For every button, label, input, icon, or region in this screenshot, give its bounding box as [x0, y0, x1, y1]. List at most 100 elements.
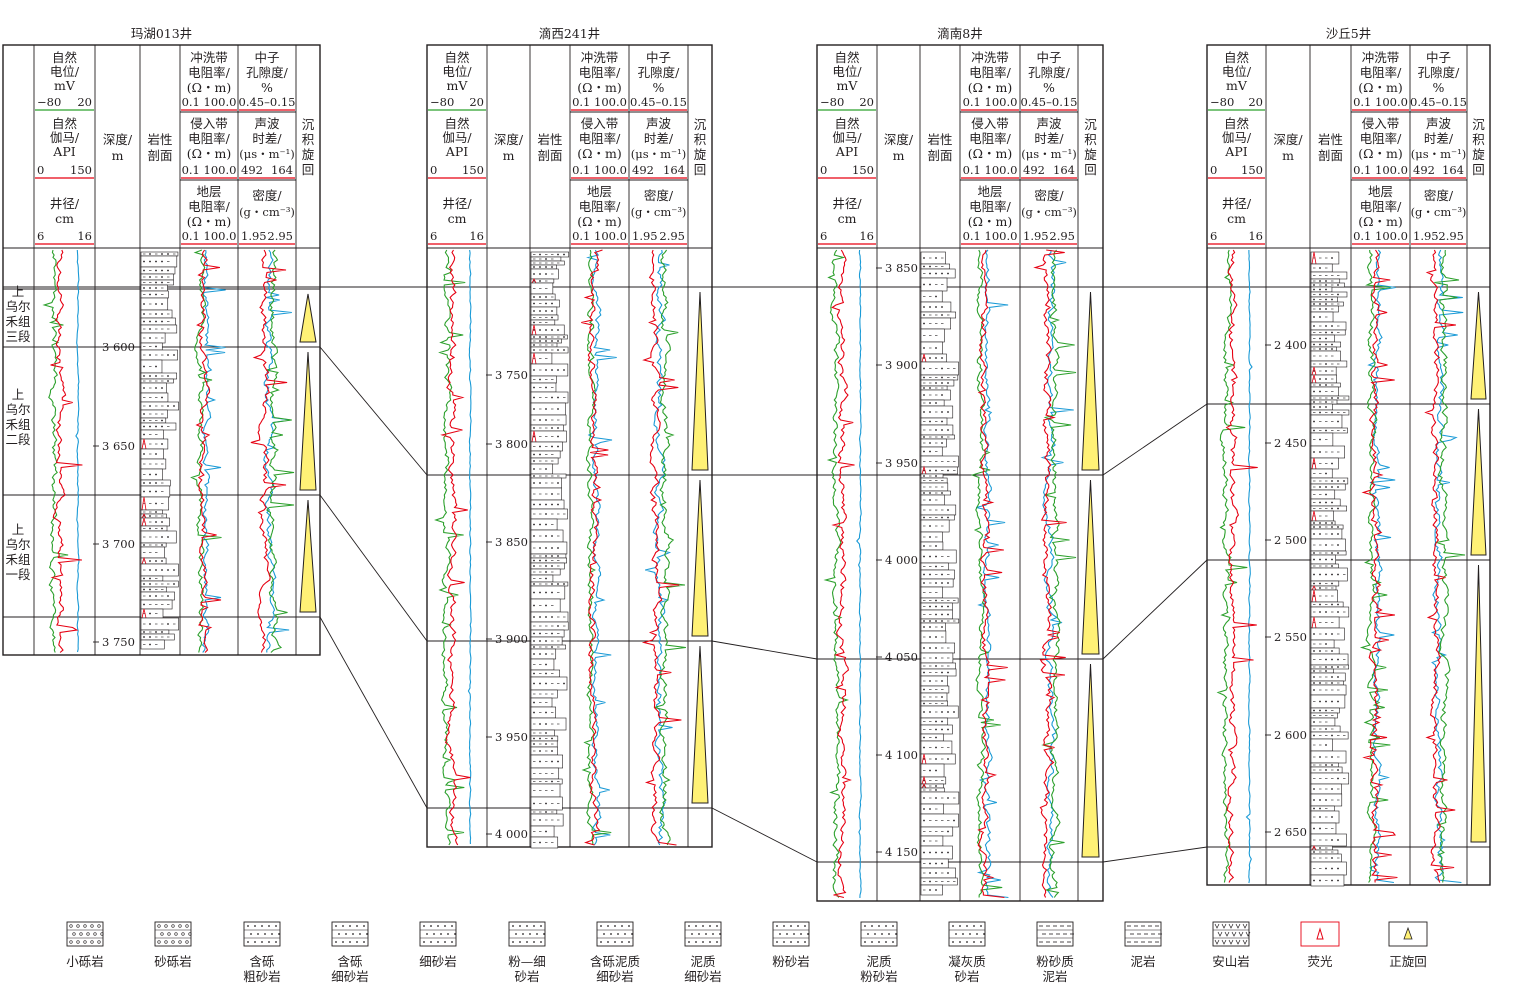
lithology-bed [140, 542, 167, 548]
header-sp: 自然 [52, 50, 77, 65]
lithology-bed [530, 574, 554, 583]
depth-label: 3 900 [885, 358, 918, 372]
scale-min: 492 [1023, 163, 1045, 177]
lithology-bed [920, 399, 945, 407]
lithology-bed [920, 692, 948, 702]
lithology-bed [1310, 550, 1347, 556]
lithology-bed [1310, 329, 1346, 336]
lithology-bed [530, 644, 566, 650]
lithology-bed [530, 473, 567, 479]
positive-cycle-triangle [691, 291, 709, 471]
lithology-bed [530, 518, 558, 531]
lithology-bed [140, 599, 173, 610]
small-conglomerate-icon [66, 921, 104, 947]
lithology-bed [920, 578, 954, 588]
legend-label: 粉—细 [508, 954, 546, 969]
lithology-bed [1310, 750, 1347, 764]
lithology-bed [530, 256, 562, 262]
header-gr: API [445, 144, 468, 159]
header-ac: (μs・m⁻¹) [631, 147, 686, 161]
scale-min: −80 [37, 95, 61, 109]
lithology-bed [140, 525, 168, 532]
lithology-bed [140, 530, 177, 544]
lithology-bed [140, 273, 174, 281]
lithology-bed [140, 513, 167, 519]
lithology-bed [140, 290, 169, 299]
lithology-bed [1310, 589, 1338, 603]
header-ac: 时差/ [644, 131, 674, 146]
lithology-bed [920, 465, 959, 475]
header-den: (g・cm⁻³) [1411, 205, 1467, 219]
legend-label: 粉砂岩 [772, 954, 810, 969]
legend-label: 泥质 [866, 954, 891, 969]
resistivity-scale: 0.1 100.0 [963, 95, 1018, 109]
scale-min: 1.95 [241, 229, 267, 243]
header-cal: cm [1227, 211, 1246, 226]
header-depth: 深度/ [103, 132, 133, 147]
lithology-bed [140, 266, 176, 275]
header-sp: 电位/ [50, 64, 80, 79]
header-den: 密度/ [644, 188, 674, 203]
scale-max: 2.95 [659, 229, 685, 243]
legend-label: 荧光 [1307, 954, 1332, 969]
lithology-bed [1310, 321, 1347, 331]
lithology-bed [920, 763, 945, 778]
lithology-bed [1310, 833, 1347, 847]
formation-label: 禾组 [5, 314, 30, 329]
lithology-bed [140, 359, 163, 374]
tuffaceous-sandstone-icon [948, 921, 986, 947]
lithology-bed [530, 363, 569, 377]
header-ac: 声波 [254, 116, 280, 131]
lithology-bed [140, 401, 179, 411]
resistivity-scale: 0.1 100.0 [1353, 163, 1408, 177]
lithology-bed [530, 562, 565, 570]
header-rxo: 冲洗带 [971, 50, 1009, 65]
legend-label: 含砾 [249, 954, 274, 969]
cnl-scale: 0.45–0.15 [630, 95, 687, 109]
lithology-bed [140, 324, 178, 334]
lithology-bed [530, 306, 558, 316]
lithology-bed [140, 417, 167, 424]
density-curve [250, 249, 288, 653]
lithology-bed [530, 346, 569, 354]
lithology-bed [1310, 286, 1333, 293]
lithology-bed [140, 349, 178, 361]
legend: 小砾岩砂砾岩含砾粗砂岩含砾细砂岩细砂岩粉—细砂岩含砾泥质细砂岩泥质细砂岩粉砂岩泥… [66, 921, 1428, 984]
lithology-bed [530, 499, 565, 510]
header-rt: 电阻率/ [579, 199, 622, 214]
header-cal: cm [838, 211, 857, 226]
fluorescence-icon [1300, 921, 1340, 947]
header-rxo: 冲洗带 [581, 50, 619, 65]
lithology-bed [140, 575, 164, 582]
lithology-bed [920, 385, 948, 391]
header-rxo: (Ω・m) [187, 80, 231, 95]
legend-label: 泥质 [690, 954, 715, 969]
scale-min: 492 [1413, 163, 1435, 177]
lithology-bed [1310, 341, 1341, 348]
correlation-line [319, 346, 428, 476]
header-cycle: 旋 [694, 147, 707, 162]
lithology-bed [530, 251, 570, 258]
lithology-bed [1310, 305, 1339, 313]
scale-min: 6 [37, 229, 44, 243]
lithology-bed [1310, 762, 1339, 768]
lithology-bed [920, 417, 948, 426]
header-lithology: 岩性 [927, 132, 952, 147]
lithology-bed [140, 332, 166, 344]
lithology-bed [530, 809, 558, 815]
lithology-bed [530, 658, 555, 671]
lithology-bed [920, 341, 943, 355]
lithology-bed [140, 392, 169, 403]
header-cnl: % [261, 80, 273, 95]
lithology-bed [530, 342, 558, 348]
depth-label: 2 400 [1274, 338, 1307, 352]
lithology-bed [920, 379, 955, 387]
header-cnl: % [653, 80, 665, 95]
lithology-bed [1310, 263, 1333, 273]
scale-min: −80 [1210, 95, 1234, 109]
lithology-bed [1310, 601, 1344, 608]
lithology-bed [530, 598, 561, 613]
lithology-bed [1310, 639, 1335, 649]
